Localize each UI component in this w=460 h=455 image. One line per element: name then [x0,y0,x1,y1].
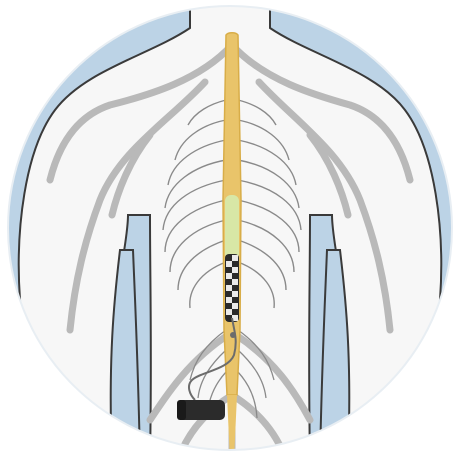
electrode-array-icon [225,254,239,322]
electrode-contact [232,285,238,291]
electrode-contact [226,273,232,279]
electrode-contact [226,279,232,285]
electrode-contact [232,291,238,297]
stimulation-zone [225,195,239,260]
electrode-contact [232,267,238,273]
electrode-contact [226,297,232,303]
electrode-contact [232,261,238,267]
electrode-contact [232,255,238,261]
electrode-contact [226,315,232,321]
electrode-contact [226,267,232,273]
electrode-contact [226,261,232,267]
electrode-contact [232,297,238,303]
electrode-contact [226,291,232,297]
lead-anchor [230,332,236,338]
electrode-contact [232,279,238,285]
electrode-contact [232,309,238,315]
electrode-contact [226,309,232,315]
electrode-contact [226,255,232,261]
electrode-contact [226,303,232,309]
electrode-contact [232,303,238,309]
electrode-contact [226,285,232,291]
electrode-contact [232,273,238,279]
pulse-generator-cap [177,400,186,420]
